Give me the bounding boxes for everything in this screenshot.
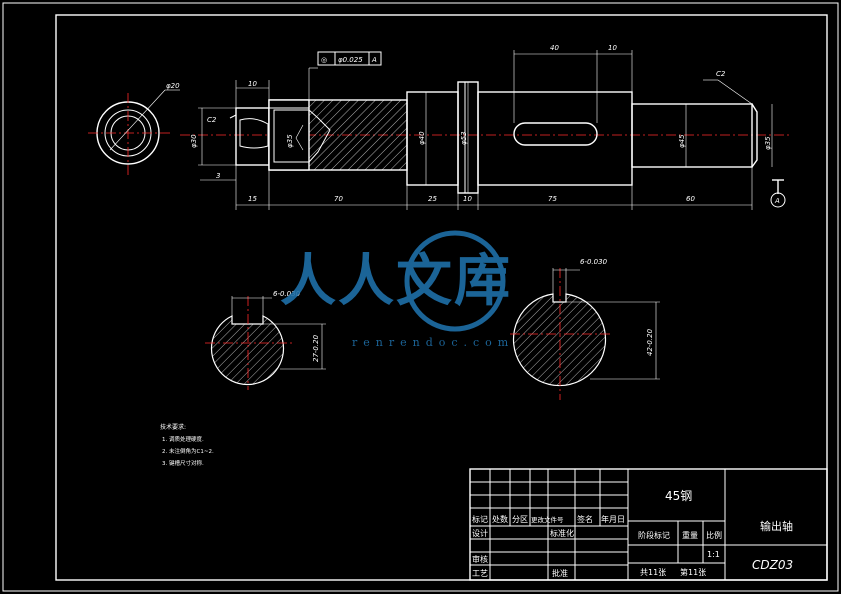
fcf-tolerance: φ0.025 — [338, 56, 363, 64]
dim-3: 3 — [216, 172, 220, 180]
tb-h-zone: 分区 — [512, 515, 528, 524]
technical-notes: 技术要求: 1. 调质处理硬度. 2. 未注倒角为C1~2. 3. 键槽尺寸对称… — [160, 423, 214, 467]
dim-d53: φ53 — [460, 131, 468, 145]
tb-design: 设计 — [472, 528, 488, 538]
fcf-symbol: ◎ — [321, 56, 327, 64]
tb-h-date: 年月日 — [601, 514, 625, 524]
fcf-datum: A — [371, 56, 377, 64]
inner-border — [55, 14, 828, 581]
tb-process: 工艺 — [472, 569, 488, 578]
watermark-url: renrendoc.com — [352, 336, 514, 349]
watermark-text: 人人文库 — [280, 248, 512, 314]
notes-item-1: 1. 调质处理硬度. — [162, 435, 204, 443]
dim-d40: φ40 — [418, 131, 426, 145]
watermark: 人人文库 renrendoc.com — [280, 230, 514, 349]
tb-approve: 批准 — [552, 568, 568, 578]
left-end-segment — [235, 107, 270, 166]
tb-part-name: 输出轴 — [760, 519, 793, 533]
dim-10-top: 10 — [248, 80, 257, 88]
datum-circle — [770, 192, 786, 208]
sec-left-width: 6-0.030 — [273, 290, 301, 298]
feature-control-frame — [317, 51, 382, 66]
dim-25: 25 — [428, 195, 437, 203]
sec-left-height: 27-0.20 — [312, 334, 320, 362]
title-block: 45钢 输出轴 CDZ03 标记 处数 分区 更改文件号 签名 年月日 设计 标… — [469, 468, 828, 581]
dim-key-10: 10 — [608, 44, 617, 52]
dim-c2-right: C2 — [716, 70, 726, 78]
tb-sheet-no: 第11张 — [680, 567, 706, 577]
section-right — [510, 268, 660, 400]
tb-stage: 阶段标记 — [638, 530, 670, 540]
shaft-view — [180, 81, 790, 194]
dim-d35-left: φ35 — [286, 134, 294, 148]
tb-scale-label: 比例 — [706, 530, 722, 540]
datum-a-label: A — [774, 197, 780, 205]
dim-d35-right: φ35 — [764, 136, 772, 150]
keyway — [513, 122, 598, 146]
dim-c2-left: C2 — [207, 116, 217, 124]
tb-h-mark: 标记 — [472, 514, 488, 524]
tb-h-count: 处数 — [492, 514, 508, 524]
dim-60: 60 — [686, 195, 695, 203]
notes-title: 技术要求: — [160, 423, 186, 431]
tb-weight: 重量 — [682, 530, 698, 540]
notes-item-3: 3. 键槽尺寸对称. — [162, 459, 204, 467]
tb-review: 审核 — [472, 554, 488, 564]
dim-15: 15 — [248, 195, 257, 203]
dim-10-bottom: 10 — [463, 195, 472, 203]
dim-d30: φ30 — [190, 134, 198, 148]
sec-right-height: 42-0.20 — [646, 328, 654, 356]
tb-h-docno: 更改文件号 — [531, 515, 564, 524]
tb-h-sign: 签名 — [577, 514, 593, 524]
tb-sheets-total: 共11张 — [640, 568, 666, 577]
dim-70: 70 — [334, 195, 343, 203]
sec-right-width: 6-0.030 — [580, 258, 608, 266]
dim-key-40: 40 — [550, 44, 559, 52]
notes-item-2: 2. 未注倒角为C1~2. — [162, 447, 214, 455]
dim-d20: φ20 — [166, 82, 180, 90]
section-left — [205, 296, 326, 390]
tb-scale: 1:1 — [707, 550, 720, 559]
tb-drawing-no: CDZ03 — [752, 558, 793, 572]
tb-material: 45钢 — [665, 489, 692, 503]
dim-d45: φ45 — [678, 134, 686, 148]
end-view: φ20 — [88, 82, 180, 178]
dimension-lines — [198, 50, 786, 210]
dim-75: 75 — [548, 195, 557, 203]
tb-standard: 标准化 — [550, 528, 574, 538]
